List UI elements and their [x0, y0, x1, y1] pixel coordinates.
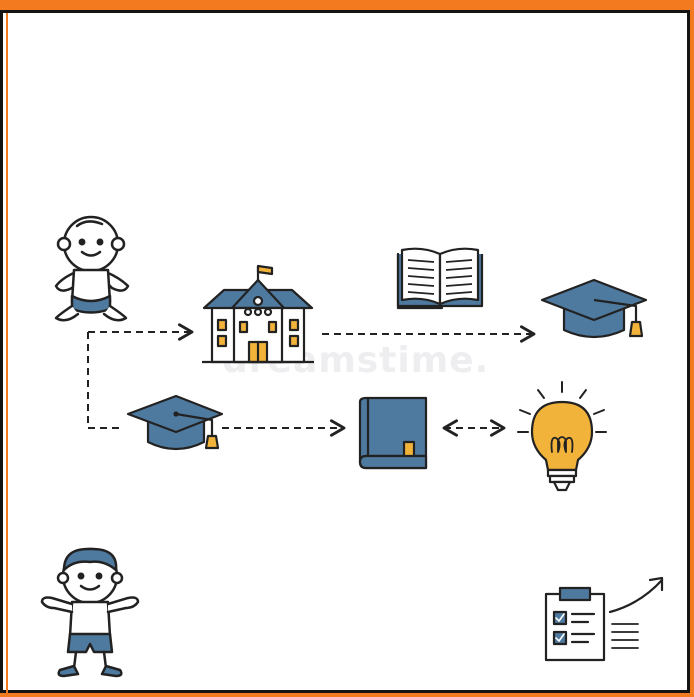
clipboard-chart-icon: [544, 576, 664, 662]
growth-arrow-icon: [608, 578, 664, 614]
graduation-cap-icon: [540, 278, 648, 339]
baby-icon: [54, 215, 130, 322]
connector-baby-down: [87, 332, 124, 429]
closed-book-icon: [358, 396, 428, 470]
child-icon: [40, 547, 140, 678]
open-book-icon: [396, 247, 484, 310]
school-building-icon: [202, 264, 314, 364]
connectors: [87, 323, 536, 437]
lightbulb-icon: [517, 381, 607, 492]
graduation-cap-icon: [126, 394, 224, 451]
